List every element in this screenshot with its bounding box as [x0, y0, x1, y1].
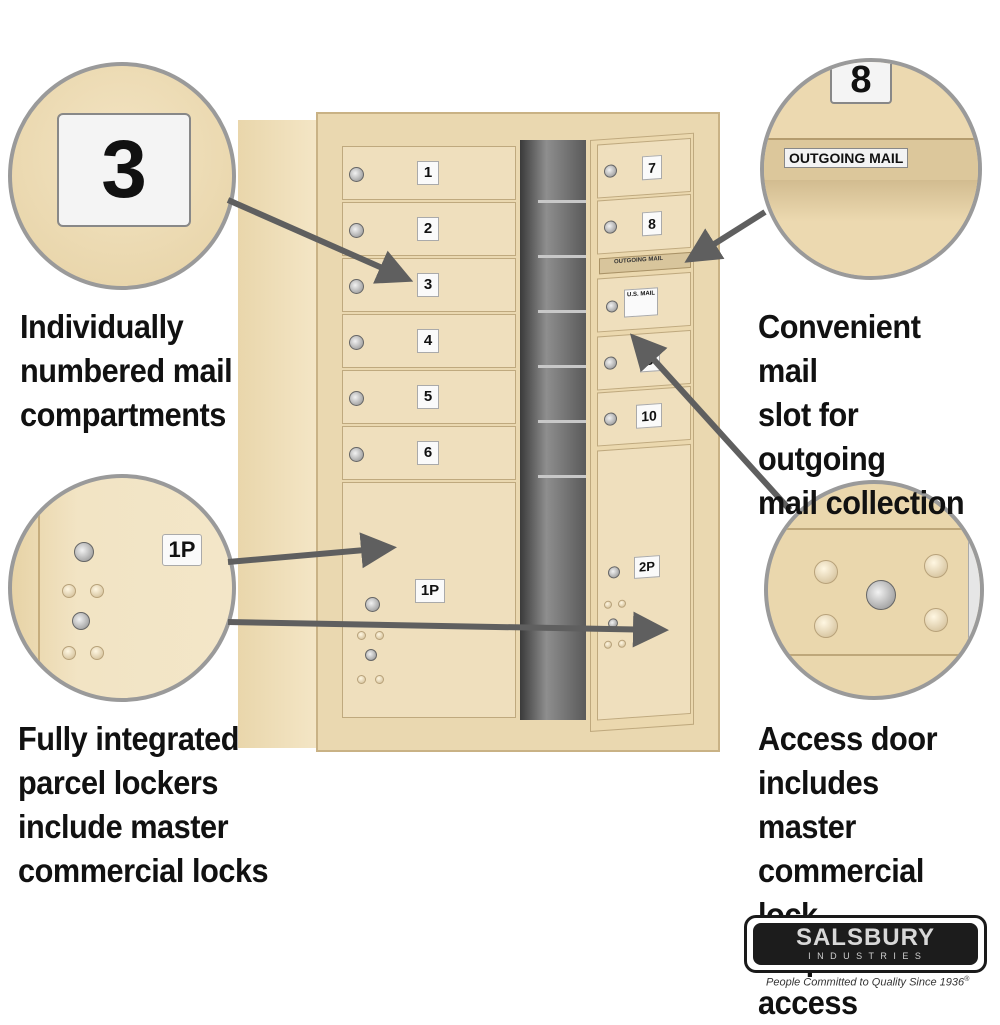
compartment-door[interactable]: 2: [342, 202, 516, 256]
arrow-to-access-lock: [629, 333, 793, 513]
lock-icon: [349, 167, 364, 182]
rivet-icon: [924, 554, 948, 578]
tagline-text: People Committed to Quality Since 1936: [766, 976, 965, 989]
parcel-number: 1P: [415, 579, 445, 603]
zoom-parcel-locker: 1P: [8, 474, 236, 702]
compartment-door[interactable]: 5: [342, 370, 516, 424]
compartment-door[interactable]: 6: [342, 426, 516, 480]
compartment-number-plate: 3: [57, 113, 191, 227]
zoom-compartment-number: 3: [8, 62, 236, 290]
registered-mark: ®: [964, 976, 970, 983]
zoom-access-door-lock: [764, 480, 984, 700]
door-number: 4: [417, 329, 439, 353]
logo-tagline: People Committed to Quality Since 1936®: [766, 976, 969, 989]
lock-icon: [365, 597, 380, 612]
logo-sub: I N D U S T R I E S: [808, 951, 923, 961]
rivet-icon: [62, 584, 76, 598]
arrow-to-parcel-left: [227, 532, 397, 569]
rivet-icon: [814, 560, 838, 584]
arrow-to-parcel-right: [227, 611, 669, 648]
rivet-icon: [90, 584, 104, 598]
rivet-icon: [90, 646, 104, 660]
callout-arrows: [226, 197, 793, 648]
rivet-icon: [375, 631, 384, 640]
rivet-icon: [924, 608, 948, 632]
compartment-door[interactable]: 1: [342, 146, 516, 200]
caption-parcel-lockers: Fully integrated parcel lockers include …: [18, 720, 269, 889]
lock-icon: [365, 649, 377, 661]
lock-icon: [349, 447, 364, 462]
arrow-to-outgoing-slot: [684, 209, 767, 263]
door-number: 6: [417, 441, 439, 465]
door-number: 3: [417, 273, 439, 297]
compartment-door[interactable]: 3: [342, 258, 516, 312]
caption-outgoing-slot: Convenient mail slot for outgoing mail c…: [758, 308, 965, 521]
lock-icon: [349, 279, 364, 294]
lock-icon: [349, 223, 364, 238]
caption-numbered-compartments: Individually numbered mail compartments: [20, 308, 233, 433]
door-number: 1: [417, 161, 439, 185]
lock-icon: [72, 612, 90, 630]
salsbury-logo: SALSBURY I N D U S T R I E S: [744, 915, 987, 973]
compartment-door[interactable]: 4: [342, 314, 516, 368]
rivet-icon: [357, 631, 366, 640]
outgoing-number-plate: 8: [830, 62, 892, 104]
lock-icon: [866, 580, 896, 610]
lock-icon: [349, 335, 364, 350]
lock-icon: [349, 391, 364, 406]
lock-icon: [74, 542, 94, 562]
arrow-to-compartment: [226, 197, 414, 284]
outgoing-label: OUTGOING MAIL: [784, 148, 909, 168]
logo-name: SALSBURY: [795, 924, 936, 951]
rivet-icon: [62, 646, 76, 660]
door-number: 5: [417, 385, 439, 409]
door-number: 2: [417, 217, 439, 241]
rivet-icon: [375, 675, 384, 684]
parcel-label: 1P: [162, 534, 202, 566]
rivet-icon: [357, 675, 366, 684]
zoom-outgoing-mail-slot: 8 OUTGOING MAIL: [760, 58, 982, 280]
rivet-icon: [814, 614, 838, 638]
outgoing-slot-bar: OUTGOING MAIL: [764, 138, 978, 182]
mailbox-interior: [520, 140, 586, 720]
parcel-locker-door[interactable]: 1P: [342, 482, 516, 718]
